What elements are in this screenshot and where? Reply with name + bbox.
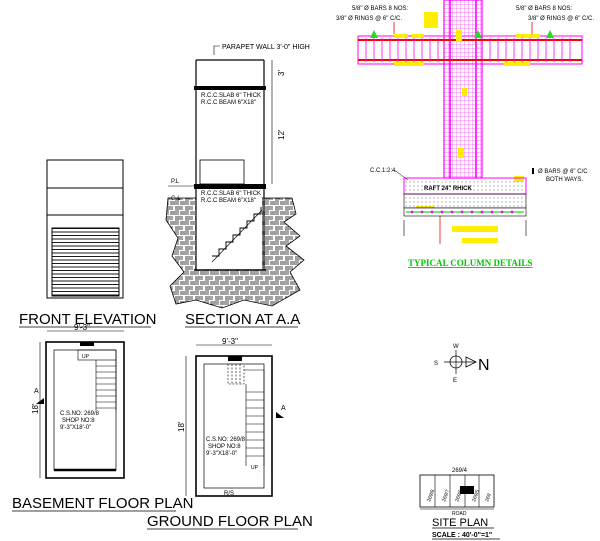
basement-shop-no: SHOP NO:8: [62, 418, 95, 424]
ground-length-dim: 18': [177, 421, 186, 432]
left-rings-note: 3/8" Ø RINGS @ 6" C/C.: [336, 16, 402, 22]
basement-section-mark: A: [34, 388, 39, 395]
slab-note-top: R.C.C.SLAB 6" THICK: [201, 93, 261, 99]
ground-title: GROUND FLOOR PLAN: [147, 513, 313, 530]
site-plot-3: 269/6: [454, 489, 464, 503]
left-bars-note: 5/8" Ø BARS 8 NOS:: [352, 6, 408, 12]
rolling-shutter-mark: R/S: [224, 491, 234, 497]
raft-bars-note-2: BOTH WAYS.: [546, 177, 583, 183]
ground-size: 9'-3"X18'-0": [206, 451, 237, 457]
section-title: SECTION AT A.A: [185, 311, 300, 328]
ground-cs-no: C.S.NO: 269/8: [206, 437, 246, 443]
cc-note: C.C.1:2:4.: [370, 168, 397, 174]
site-plan: 269/4 269/8 269/7 269/6 269/5 269 ROAD S…: [419, 468, 500, 540]
north-compass: N S W E: [434, 344, 490, 384]
compass-e: E: [453, 378, 457, 384]
ground-shop-no: SHOP NO:8: [208, 444, 241, 450]
plinth-level: P.L: [171, 179, 180, 185]
beam-note-top: R.C.C BEAM 6"X18": [201, 100, 256, 106]
dim-3: 3': [277, 70, 286, 76]
basement-size: 9'-3"X18'-0": [60, 425, 91, 431]
basement-title: BASEMENT FLOOR PLAN: [12, 495, 193, 512]
raft-bars-note: Ø BARS @ 6" C/C: [538, 169, 588, 175]
site-top-plot: 269/4: [452, 468, 468, 474]
right-rings-note: 3/8" Ø RINGS @ 6" C/C.: [528, 16, 594, 22]
beam-note-mid: R.C.C BEAM 6"X18": [201, 198, 256, 204]
basement-width-dim: 9'-3": [74, 323, 90, 332]
site-plot-5: 269: [484, 493, 493, 503]
compass-n: N: [478, 357, 490, 374]
site-road: ROAD: [452, 511, 467, 517]
front-elevation-title: FRONT ELEVATION: [19, 311, 157, 328]
column-details-title: TYPICAL COLUMN DETAILS: [408, 258, 532, 268]
site-plot-4: 269/5: [471, 489, 481, 503]
ground-level: G.L: [171, 196, 181, 202]
site-plot-2: 269/7: [441, 489, 451, 503]
compass-s: S: [434, 361, 438, 367]
basement-length-dim: 18': [31, 403, 40, 414]
ground-width-dim: 9'-3": [222, 337, 238, 346]
rolling-shutter: [51, 227, 120, 297]
ground-section-mark: A: [281, 405, 286, 412]
raft-note: RAFT 24" RHICK: [424, 186, 473, 192]
site-plot-1: 269/8: [426, 489, 436, 503]
slab-note-mid: R.C.C.SLAB 6" THICK: [201, 191, 261, 197]
parapet-note: PARAPET WALL 3'-0" HIGH: [222, 44, 310, 51]
front-elevation: FRONT ELEVATION: [19, 159, 157, 328]
ground-up: UP: [251, 465, 259, 471]
basement-up: UP: [82, 354, 90, 360]
site-plan-title: SITE PLAN: [432, 517, 488, 529]
right-bars-note: 5/8" Ø BARS 8 NOS:: [516, 6, 572, 12]
column-detail: 5/8" Ø BARS 8 NOS: 3/8" Ø RINGS @ 6" C/C…: [336, 0, 594, 268]
dim-12: 12': [277, 129, 286, 140]
section-a-a: 3' 12' PARAPET WALL 3'-0" HIGH R.C.C.SLA…: [165, 44, 310, 328]
ground-floor-plan: 9'-3" UP 18' A C.S.NO: 269/8 SHOP NO:8 9…: [147, 337, 313, 530]
basement-cs-no: C.S.NO: 269/8: [60, 411, 100, 417]
basement-floor-plan: 9'-3" UP 18' A C.S.NO: 269/8 SHOP NO:8 9…: [12, 323, 193, 512]
compass-w: W: [453, 344, 459, 350]
site-scale: SCALE : 40'-0"=1": [432, 532, 492, 539]
